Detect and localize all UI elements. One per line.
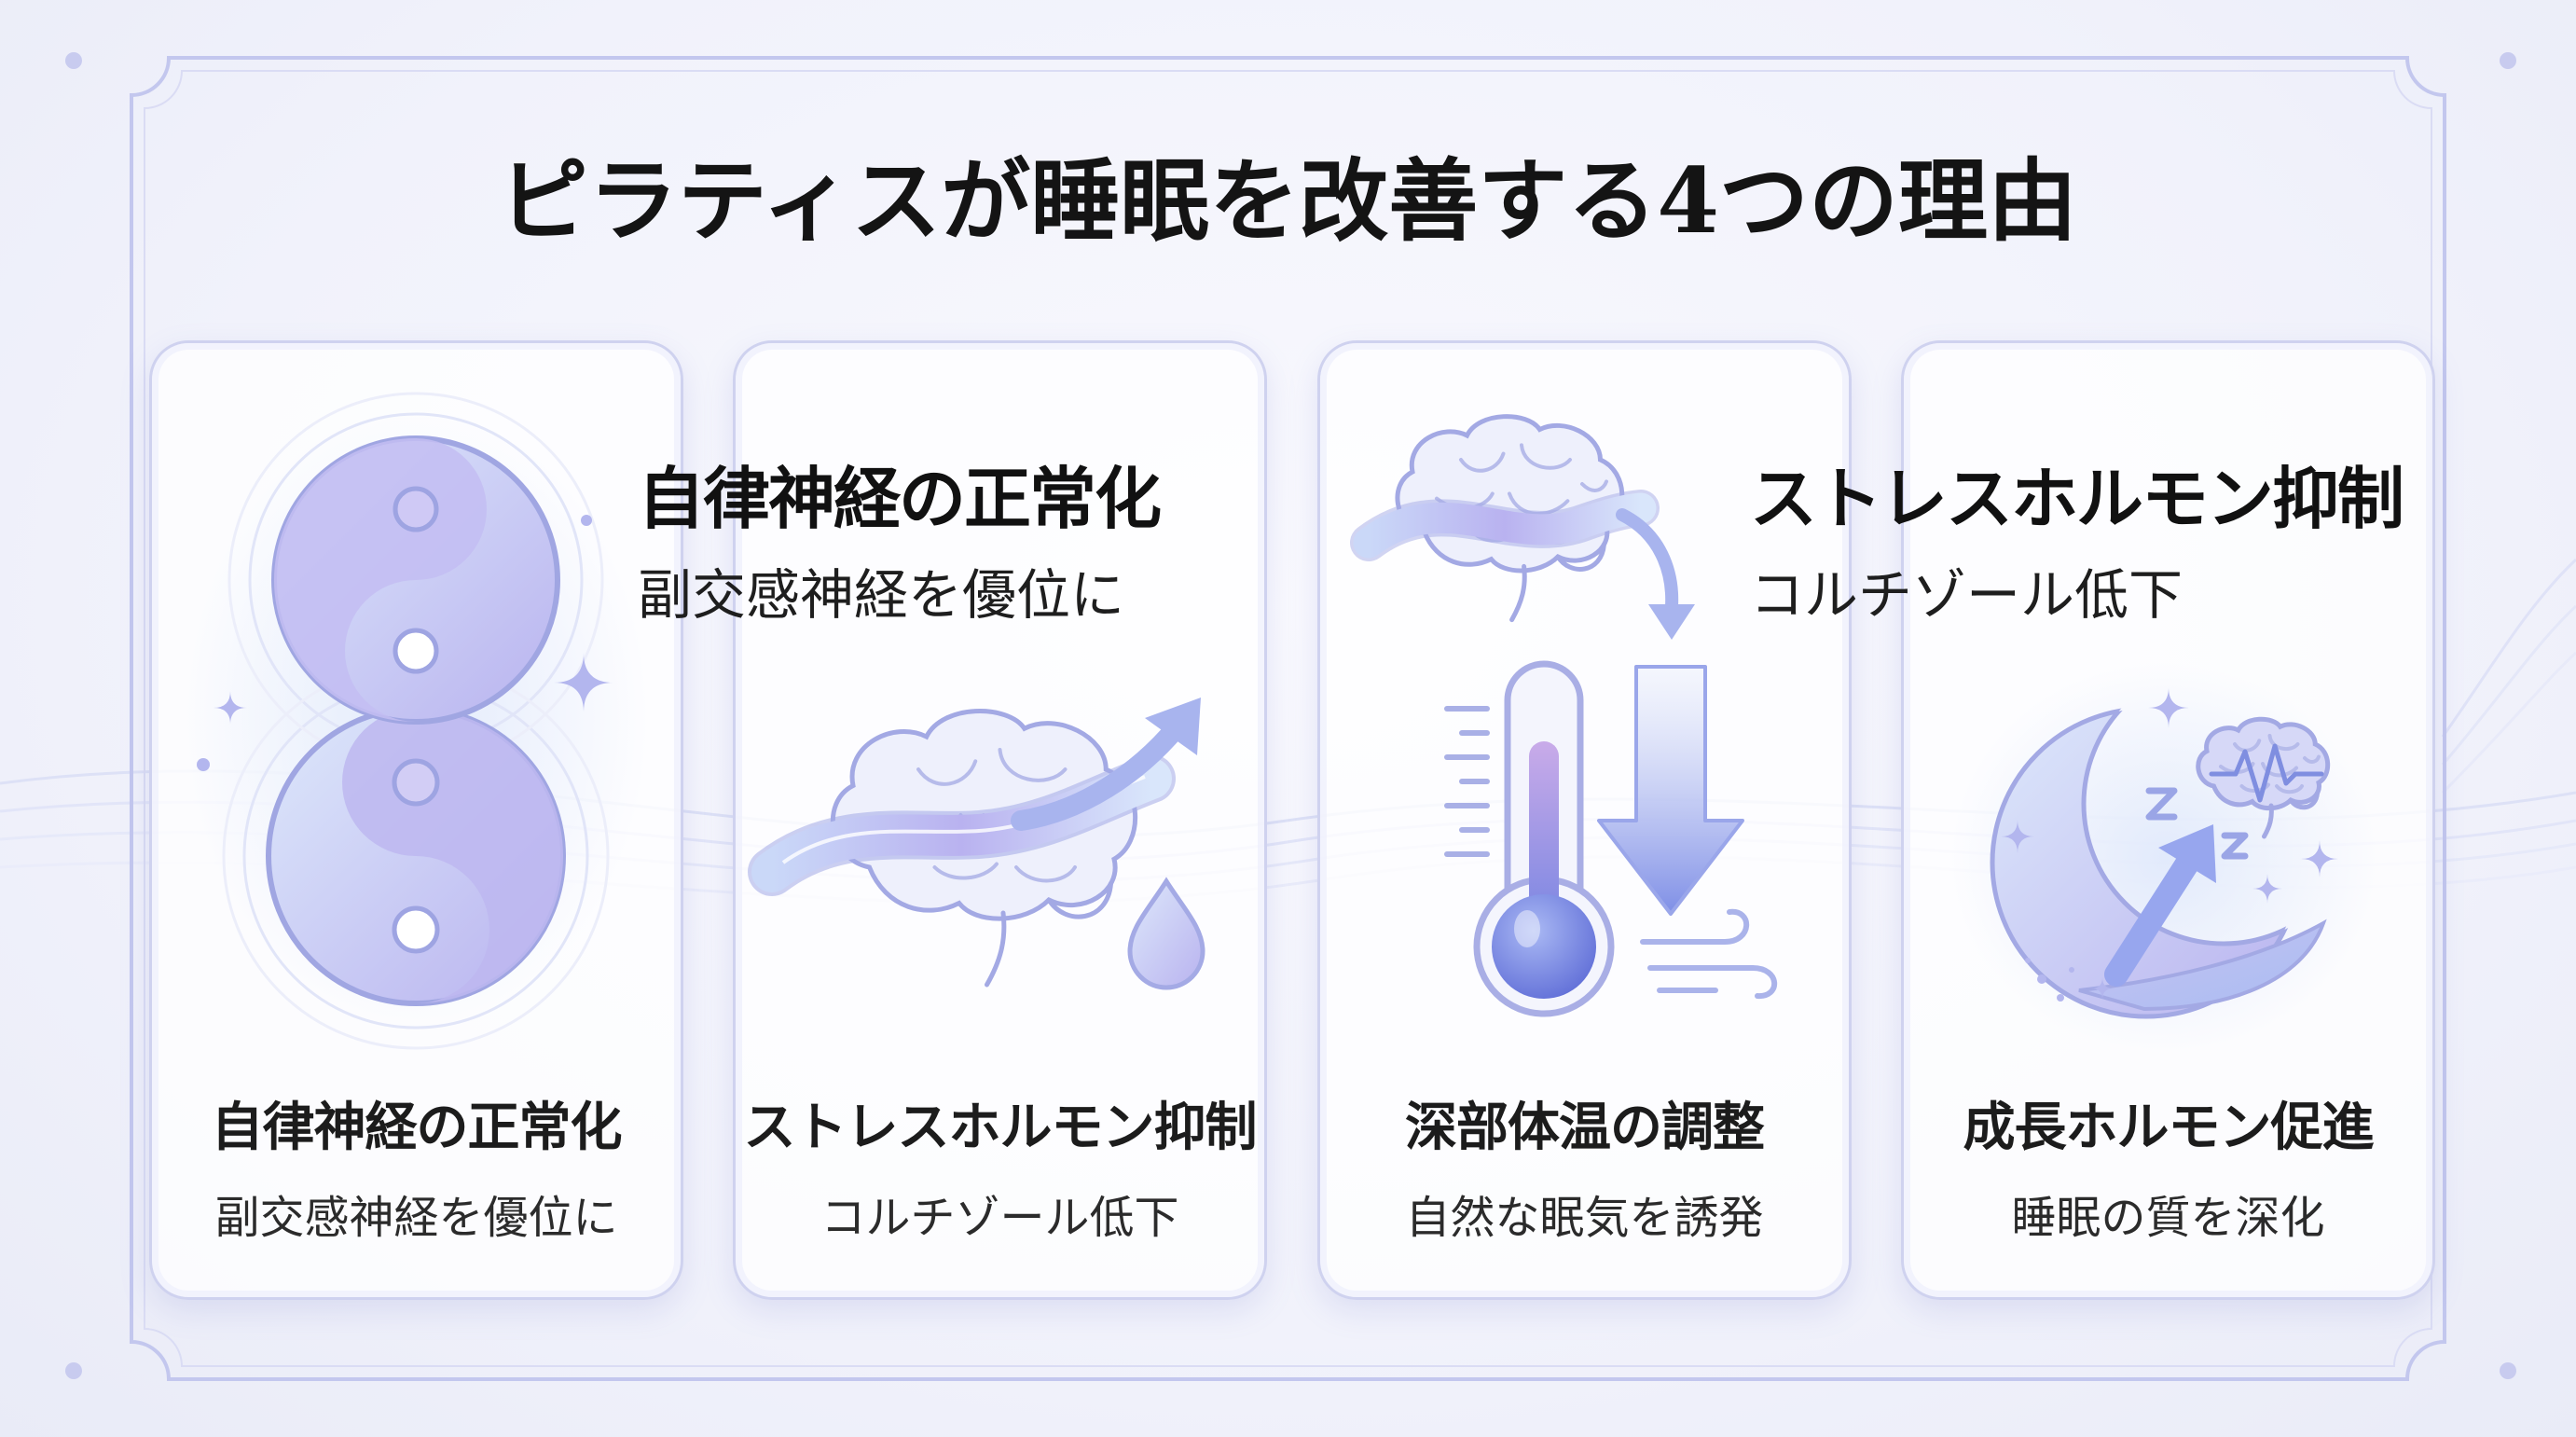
card-subtitle: 自然な眠気を誘発: [1405, 1192, 1764, 1244]
page-title: ピラティスが睡眠を改善する4つの理由: [498, 148, 2078, 254]
card-title: 自律神経の正常化: [211, 1098, 623, 1158]
card-title: 深部体温の調整: [1405, 1098, 1765, 1158]
card-subtitle: コルチゾール低下: [820, 1192, 1179, 1244]
card-title: ストレスホルモン抑制: [743, 1098, 1258, 1158]
overlay-title: ストレスホルモン抑制: [1750, 460, 2404, 538]
overlay-subtitle: 副交感神経を優位に: [638, 563, 1125, 627]
card-subtitle: 睡眠の質を深化: [2011, 1192, 2325, 1244]
overlay-subtitle: コルチゾール低下: [1750, 563, 2183, 627]
reason-card-1: 自律神経の正常化 副交感神経を優位に: [149, 340, 683, 1300]
overlay-title: 自律神経の正常化: [638, 460, 1162, 538]
decorative-frame: [130, 56, 2446, 1381]
corner-dots: [65, 52, 2516, 1379]
card-title: 成長ホルモン促進: [1963, 1098, 2375, 1158]
card-subtitle: 副交感神経を優位に: [214, 1192, 618, 1244]
